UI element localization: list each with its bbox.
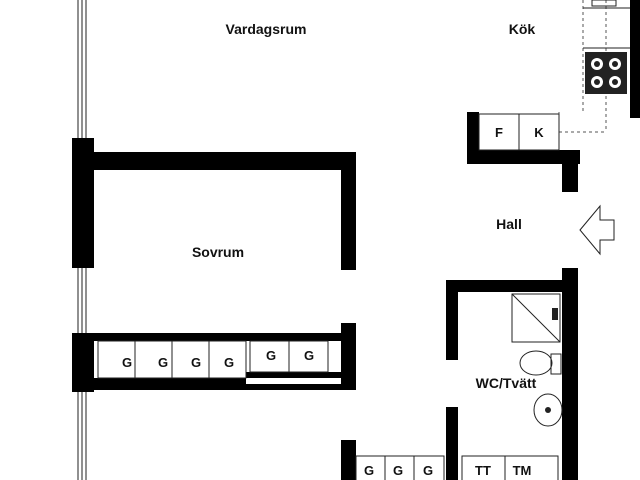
wardrobe-row-bedroom (97, 340, 329, 379)
room-label-bedroom: Sovrum (192, 244, 244, 260)
fridge-label: F (495, 125, 503, 140)
freezer-box (518, 113, 560, 151)
dryer-label: TT (475, 463, 491, 478)
entrance-arrow-icon (579, 204, 615, 256)
wardrobe-label: G (393, 463, 403, 478)
shower-icon (511, 293, 561, 343)
room-label-kitchen: Kök (509, 21, 536, 37)
room-label-living: Vardagsrum (226, 21, 307, 37)
wardrobe-label: G (266, 348, 276, 363)
wardrobe-label: G (364, 463, 374, 478)
wardrobe-label: G (158, 355, 168, 370)
wardrobe-label: G (304, 348, 314, 363)
sink-icon (591, 0, 617, 7)
washbasin-icon (533, 393, 563, 427)
window-icon (77, 0, 87, 480)
wardrobe-label: G (224, 355, 234, 370)
wardrobe-label: G (122, 355, 132, 370)
toilet-icon (519, 350, 562, 376)
wardrobe-row-lower (355, 455, 559, 480)
washer-label: TM (513, 463, 532, 478)
room-label-hall: Hall (496, 216, 522, 232)
wardrobe-label: G (191, 355, 201, 370)
stove-icon (585, 52, 627, 94)
room-label-wc: WC/Tvätt (476, 375, 537, 391)
walls (72, 0, 640, 480)
wardrobe-label: G (423, 463, 433, 478)
freezer-label: K (534, 125, 544, 140)
